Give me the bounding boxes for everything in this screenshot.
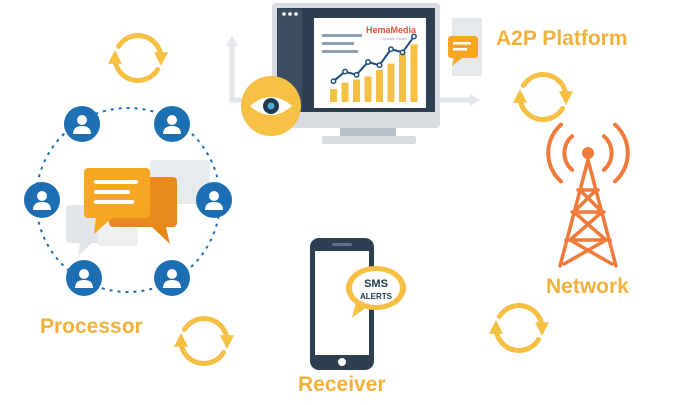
cell-tower-icon <box>546 122 630 268</box>
monitor-chart-point <box>330 78 337 85</box>
label-network: Network <box>546 275 629 298</box>
monitor-chart-point <box>399 49 406 56</box>
signal-wave-right <box>602 134 614 172</box>
monitor-chart-point <box>388 46 394 53</box>
monitor-icon <box>226 3 480 144</box>
user-icon-right <box>196 182 232 218</box>
processor-cluster <box>24 106 232 296</box>
monitor-chart-point <box>376 62 383 69</box>
sms-bubble-line1: SMS <box>364 278 388 290</box>
signal-wave-right <box>613 122 630 184</box>
tower-lattice <box>558 158 618 268</box>
sms-bubble-line2: ALERTS <box>360 292 392 301</box>
eye-icon <box>241 76 301 136</box>
monitor-chart-bar <box>353 79 360 102</box>
monitor-chart-point <box>411 33 417 40</box>
refresh-cycle-icon-bottom-left <box>174 316 234 366</box>
user-icon-top-left <box>64 106 100 142</box>
phone-home-button <box>338 358 346 366</box>
label-receiver: Receiver <box>298 373 386 396</box>
signal-wave-left <box>546 122 563 184</box>
monitor-chart-bar <box>341 82 349 102</box>
monitor-chart-bar <box>364 76 372 102</box>
monitor-chart-bar <box>399 54 406 102</box>
monitor-logo-subtext: Creative Studio <box>380 36 408 41</box>
monitor-chart-bar <box>376 70 383 102</box>
message-bubble-icon <box>346 266 406 318</box>
monitor-chart-bar <box>410 44 418 102</box>
user-icon-bottom-right <box>154 260 190 296</box>
refresh-cycle-icon-right <box>513 72 573 122</box>
refresh-cycle-icon-bottom-right <box>489 303 549 353</box>
user-icon-bottom-left <box>66 260 102 296</box>
monitor-chart-point <box>365 59 371 65</box>
user-icon-left <box>24 182 60 218</box>
chat-bubble-icon-a2p <box>448 18 482 76</box>
monitor-chart-point <box>342 68 348 75</box>
monitor-chart-bar <box>330 89 337 102</box>
user-icon-top-right <box>154 106 190 142</box>
tower-antenna <box>582 147 594 159</box>
signal-wave-left <box>562 134 574 172</box>
label-processor: Processor <box>40 315 143 338</box>
refresh-cycle-icon-top-left <box>108 33 168 83</box>
monitor-chart-bar <box>387 63 395 102</box>
monitor-chart-point <box>353 71 360 78</box>
monitor-logo-text: HemaMedia <box>366 25 417 35</box>
label-a2p-platform: A2P Platform <box>496 27 628 50</box>
